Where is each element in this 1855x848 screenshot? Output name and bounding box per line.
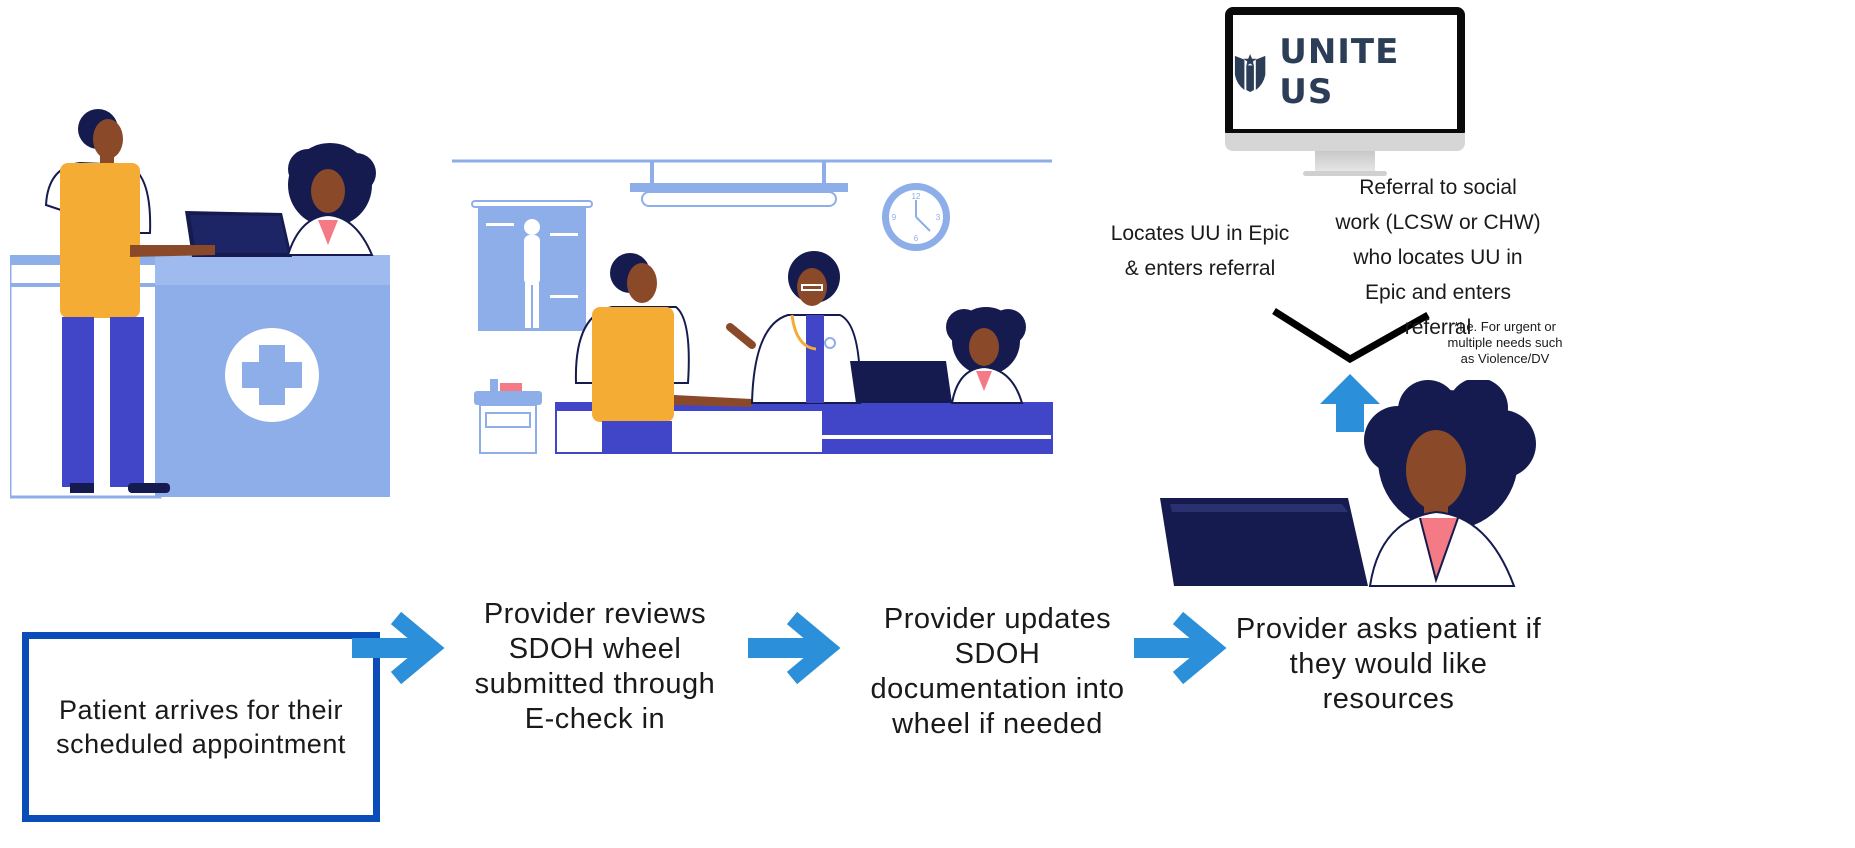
ceiling-lamp bbox=[630, 161, 848, 207]
branch-left-label: Locates UU in Epic & enters referral bbox=[1110, 222, 1290, 280]
branch-note: *I.e. For urgent or multiple needs such … bbox=[1447, 319, 1563, 366]
clock-number-9: 9 bbox=[892, 213, 897, 222]
unite-us-logo-icon bbox=[1234, 53, 1266, 92]
flow-arrow-icon bbox=[352, 612, 445, 684]
clinic-patient-figure bbox=[574, 253, 752, 453]
clock-number-6: 6 bbox=[914, 234, 919, 243]
side-cabinet bbox=[474, 379, 542, 454]
clock-icon: 12 3 6 9 bbox=[882, 183, 950, 251]
clinic-room-illustration: 12 3 6 9 bbox=[452, 159, 1053, 454]
unite-us-logo-text: UNITE US bbox=[1279, 32, 1400, 112]
receptionist-figure bbox=[286, 143, 376, 256]
provider-desk-illustration bbox=[1160, 380, 1536, 587]
step-3-label: Provider updates SDOH documentation into… bbox=[870, 603, 1125, 740]
branch-right-label: Referral to social work (LCSW or CHW) wh… bbox=[1335, 176, 1541, 339]
patient-figure bbox=[44, 109, 215, 493]
unite-us-monitor: UNITE US bbox=[1225, 7, 1465, 177]
clinic-receptionist-figure bbox=[946, 307, 1026, 404]
step-4-label: Provider asks patient if they would like… bbox=[1235, 613, 1542, 715]
flow-arrow-icon bbox=[748, 612, 841, 684]
anatomy-poster bbox=[471, 200, 593, 331]
reception-desk-illustration bbox=[10, 109, 390, 499]
step-1-box: Patient arrives for their scheduled appo… bbox=[22, 632, 380, 822]
flow-arrow-icon bbox=[1134, 612, 1227, 684]
clock-number-12: 12 bbox=[912, 192, 921, 201]
up-arrow-icon bbox=[1320, 374, 1380, 432]
step-2-label: Provider reviews SDOH wheel submitted th… bbox=[474, 598, 716, 735]
branch-connector bbox=[1272, 308, 1430, 364]
clinic-monitor bbox=[850, 361, 952, 403]
step-1-label: Patient arrives for their scheduled appo… bbox=[56, 695, 346, 759]
doctor-figure bbox=[726, 251, 862, 404]
clock-number-3: 3 bbox=[936, 213, 941, 222]
provider-monitor bbox=[1160, 498, 1368, 586]
